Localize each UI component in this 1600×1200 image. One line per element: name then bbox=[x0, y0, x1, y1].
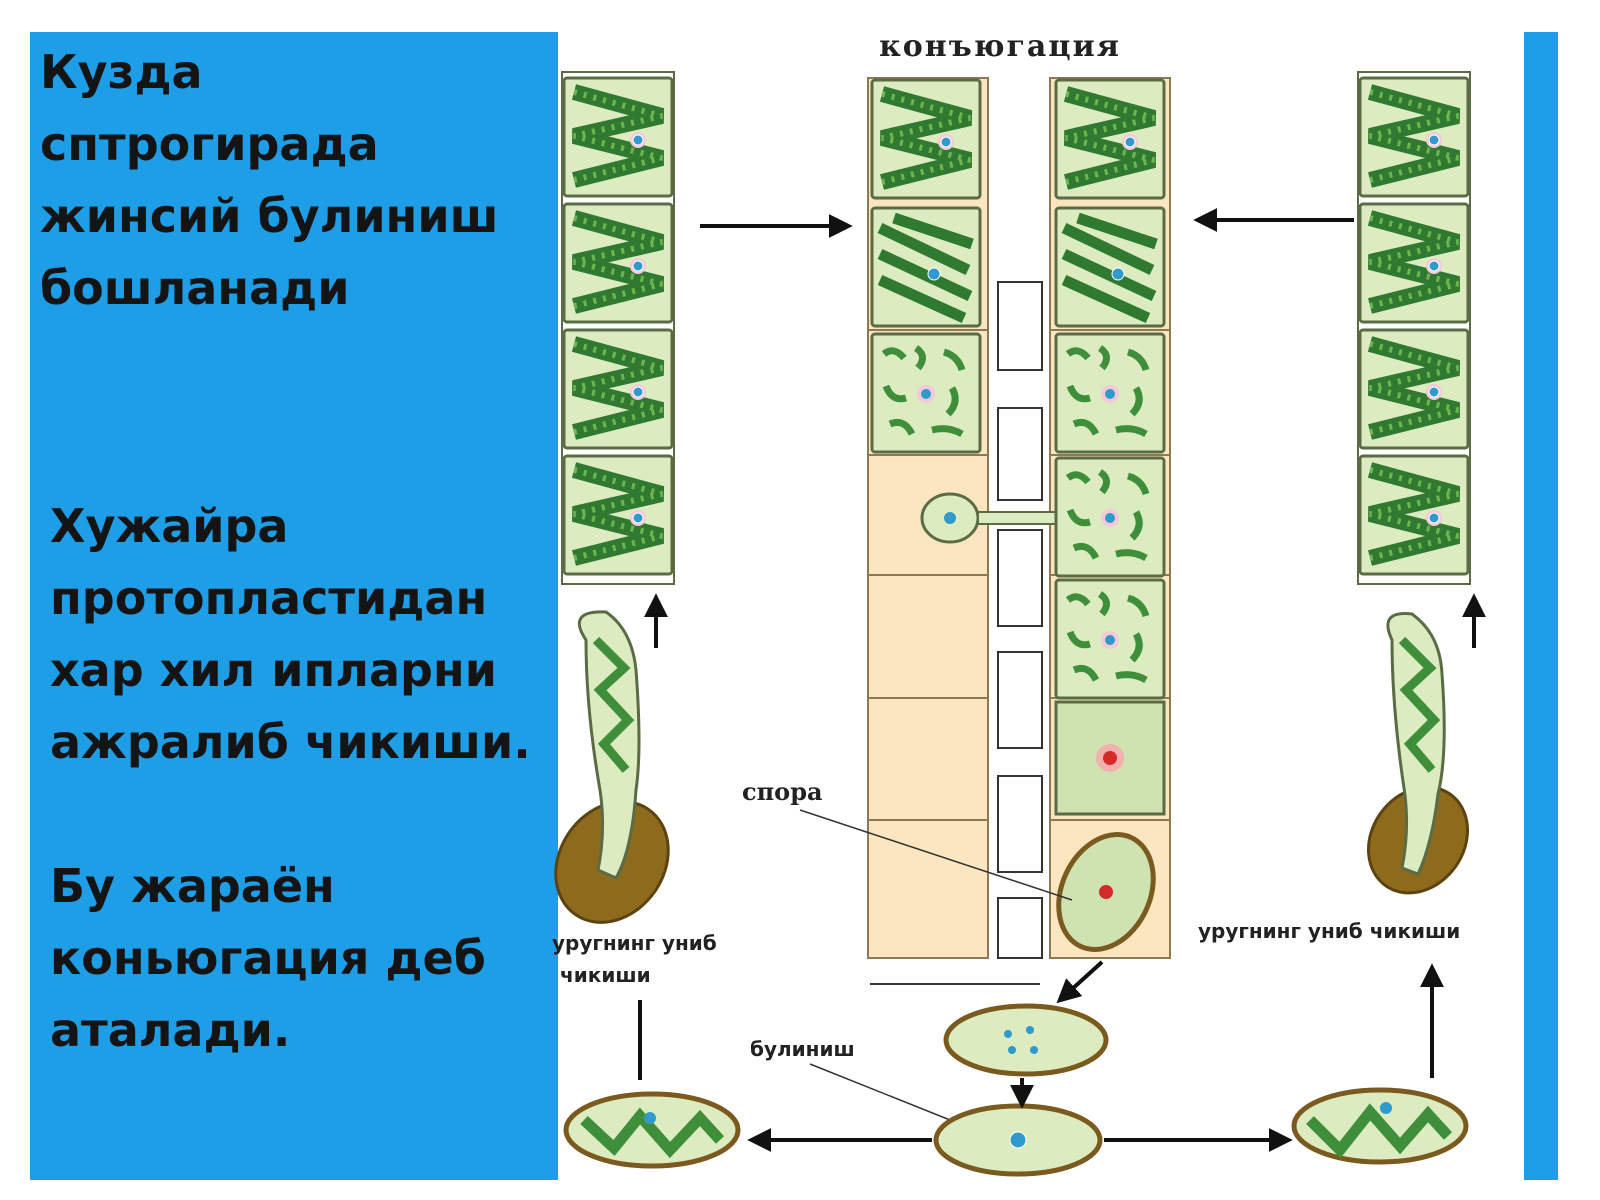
spore-label: спора bbox=[742, 777, 823, 806]
zygote-center bbox=[933, 1103, 1103, 1177]
heading-line: сптрогирада bbox=[40, 117, 379, 171]
division-label: булиниш bbox=[750, 1037, 855, 1061]
panel-paragraph-2: Бу жараён коньюгация деб аталади. bbox=[50, 850, 550, 1066]
diagram-title: конъюгация bbox=[879, 29, 1121, 64]
sprout-label-left: уругнинг униб чикиши bbox=[552, 931, 724, 987]
blue-panel bbox=[30, 32, 558, 1180]
division-leader-line bbox=[809, 1063, 971, 1129]
panel-paragraph-1: Хужайра протопластидан хар хил ипларни а… bbox=[50, 490, 550, 778]
heading-line: жинсий булиниш bbox=[40, 189, 499, 243]
heading-line: бошланади bbox=[40, 261, 350, 315]
paragraph-line: Бу жараён bbox=[50, 859, 335, 913]
paragraph-line: хар хил ипларни bbox=[50, 643, 497, 697]
paragraph-line: ажралиб чикиши. bbox=[50, 715, 531, 769]
right-blue-strip bbox=[1524, 32, 1558, 1180]
conjugation-filaments bbox=[868, 78, 1171, 985]
arrow-down-icon bbox=[1056, 960, 1104, 1004]
paragraph-line: коньюгация деб bbox=[50, 931, 486, 985]
right-filament bbox=[1358, 72, 1470, 585]
zygote-top bbox=[943, 1003, 1109, 1077]
sprout-label-right: уругнинг униб чикиши bbox=[1198, 919, 1460, 943]
panel-heading: Кузда сптрогирада жинсий булиниш бошлана… bbox=[40, 36, 560, 324]
zygote-right bbox=[1291, 1087, 1469, 1165]
paragraph-line: аталади. bbox=[50, 1003, 291, 1057]
zygote-left bbox=[563, 1091, 741, 1169]
spore-leader-line bbox=[799, 809, 1073, 901]
heading-line: Кузда bbox=[40, 45, 203, 99]
sprout-label-left-line: уругнинг униб bbox=[552, 931, 717, 955]
arrows bbox=[638, 208, 1486, 1152]
paragraph-line: протопластидан bbox=[50, 571, 488, 625]
germinating-spore-right bbox=[1366, 612, 1470, 895]
left-filament bbox=[562, 72, 674, 585]
sprout-label-left-line: чикиши bbox=[560, 963, 651, 987]
germinating-spore-left bbox=[554, 610, 670, 924]
paragraph-line: Хужайра bbox=[50, 499, 289, 553]
